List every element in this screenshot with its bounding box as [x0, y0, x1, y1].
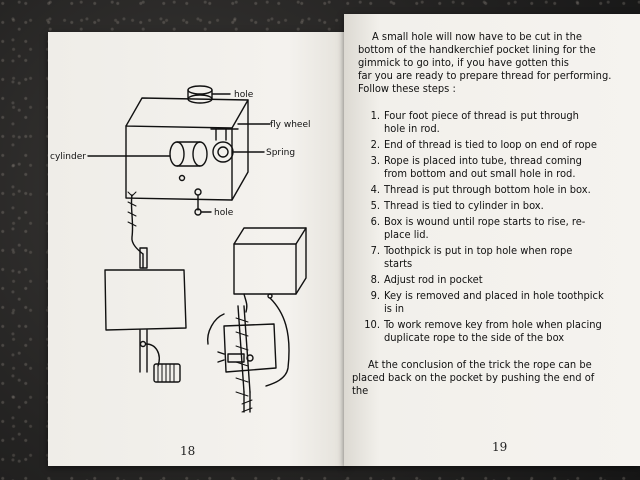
spring-coil-outer	[212, 141, 234, 163]
step-line: Key is removed and placed in hole toothp…	[384, 289, 604, 302]
intro-line: far you are ready to prepare thread for …	[358, 69, 612, 82]
label-hole-top: hole	[234, 90, 254, 100]
step-number: 9.	[370, 289, 380, 302]
label-hole-bottom: hole	[214, 208, 234, 218]
step-line: Adjust rod in pocket	[384, 273, 483, 286]
rope-vertical	[237, 305, 251, 393]
step-line: Four foot piece of thread is put through	[384, 109, 579, 122]
spring-coil-inner	[217, 146, 229, 158]
right-lid-front	[233, 243, 297, 295]
page-number-left: 18	[180, 444, 196, 458]
gimmick-diagrams: hole fly wheel cylinder Spring hole	[50, 85, 311, 413]
step-item: 4. Thread is put through bottom hole in b…	[352, 183, 612, 196]
thread-left-arc	[207, 313, 225, 345]
rope-bottom-twist	[241, 399, 253, 413]
rope-left-bend	[217, 351, 225, 363]
rope-tube-assembly	[104, 191, 187, 383]
cylinder-small-end	[246, 354, 254, 362]
intro-line: Follow these steps :	[358, 82, 456, 95]
step-item: 3. Rope is placed into tube, thread comin…	[352, 154, 612, 180]
step-line: To work remove key from hole when placin…	[384, 318, 602, 331]
intro-line: bottom of the handkerchief pocket lining…	[358, 43, 596, 56]
thread-from-lid	[243, 293, 248, 313]
page-number-right: 19	[492, 440, 508, 454]
step-item: 7. Toothpick is put in top hole when rope…	[352, 244, 612, 270]
thread-loop	[265, 297, 290, 387]
step-item: 2. End of thread is tied to loop on end o…	[352, 138, 612, 151]
cylinder-body	[176, 141, 201, 167]
fly-wheel-axle	[215, 128, 227, 141]
label-spring: Spring	[266, 148, 295, 158]
step-line: is in	[384, 302, 405, 315]
step-line: Thread is put through bottom hole in box…	[384, 183, 591, 196]
step-item: 9. Key is removed and placed in hole toot…	[352, 289, 612, 315]
conclusion-line: At the conclusion of the trick the rope …	[368, 358, 592, 371]
right-lid-top	[233, 227, 307, 245]
box-diagram	[87, 85, 271, 216]
step-number: 6.	[370, 215, 380, 228]
cylinder-end-right	[192, 141, 208, 167]
left-page: hole fly wheel cylinder Spring hole 18	[48, 32, 348, 466]
step-line: End of thread is tied to loop on end of …	[384, 138, 597, 151]
step-number: 4.	[370, 183, 380, 196]
label-fly-wheel: fly wheel	[270, 120, 311, 130]
step-number: 10.	[364, 318, 380, 331]
label-cylinder: cylinder	[50, 152, 86, 162]
left-box	[104, 269, 187, 331]
bottom-hole-mark	[178, 174, 186, 182]
step-number: 5.	[370, 199, 380, 212]
cylinder-small	[227, 353, 245, 363]
step-line: duplicate rope to the side of the box	[384, 331, 565, 344]
step-item: 1. Four foot piece of thread is put throu…	[352, 109, 612, 135]
conclusion-line: placed back on the pocket by pushing the…	[352, 371, 595, 397]
rope-vertical-twist	[235, 317, 249, 397]
box-top-face	[125, 97, 249, 129]
intro-line: gimmick to go into, if you have gotten t…	[358, 56, 569, 69]
top-post-cap	[187, 85, 213, 95]
instructions-text: A small hole will now have to be cut in …	[352, 30, 612, 397]
spool	[153, 363, 181, 383]
step-item: 10. To work remove key from hole when pla…	[352, 318, 612, 344]
step-line: hole in rod.	[384, 122, 440, 135]
step-item: 5. Thread is tied to cylinder in box.	[352, 199, 612, 212]
open-booklet: hole fly wheel cylinder Spring hole 18 A…	[44, 14, 640, 466]
step-line: from bottom and out small hole in rod.	[384, 167, 576, 180]
bottom-hole-circle	[194, 188, 202, 196]
step-number: 8.	[370, 273, 380, 286]
step-line: Box is wound until rope starts to rise, …	[384, 215, 586, 228]
step-item: 8. Adjust rod in pocket	[352, 273, 612, 286]
step-line: starts	[384, 257, 413, 270]
conclusion-paragraph: At the conclusion of the trick the rope …	[352, 358, 612, 397]
step-line: place lid.	[384, 228, 429, 241]
box-front-face	[125, 125, 233, 201]
step-number: 2.	[370, 138, 380, 151]
step-number: 3.	[370, 154, 380, 167]
step-number: 1.	[370, 109, 380, 122]
steps-list: 1. Four foot piece of thread is put throu…	[352, 109, 612, 344]
rope-rise-assembly	[207, 227, 307, 413]
cylinder-end-left	[169, 141, 185, 167]
rod-hole	[139, 340, 147, 348]
tube	[139, 247, 148, 269]
intro-paragraph: A small hole will now have to be cut in …	[352, 30, 612, 95]
right-lid-side	[295, 227, 307, 295]
step-number: 7.	[370, 244, 380, 257]
rope-twist-marks	[127, 191, 137, 227]
step-line: Thread is tied to cylinder in box.	[384, 199, 544, 212]
thread-to-spool	[145, 343, 160, 367]
twisted-rope	[130, 194, 144, 255]
spool-windings	[157, 363, 175, 383]
rod-lines	[139, 329, 148, 373]
step-line: Toothpick is put in top hole when rope	[384, 244, 573, 257]
intro-line: A small hole will now have to be cut in …	[372, 30, 582, 43]
right-page: A small hole will now have to be cut in …	[344, 14, 640, 466]
step-item: 6. Box is wound until rope starts to rise…	[352, 215, 612, 241]
step-line: Rope is placed into tube, thread coming	[384, 154, 582, 167]
right-box	[223, 323, 277, 373]
